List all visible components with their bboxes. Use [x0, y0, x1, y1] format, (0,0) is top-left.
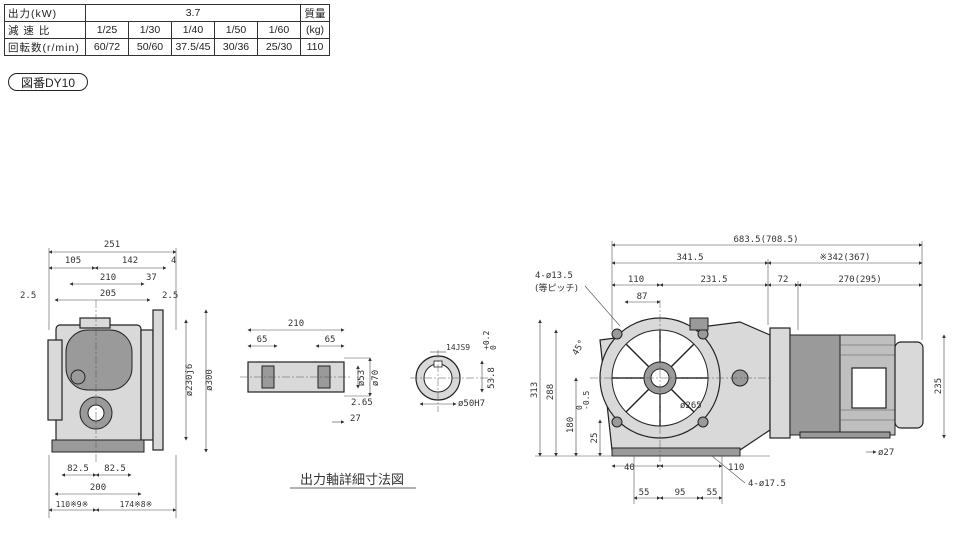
shaft-dim-210: 210: [288, 319, 304, 329]
side-dim-231-5: 231.5: [700, 275, 727, 285]
side-dim-110-b: 110: [728, 463, 744, 473]
dim-4: 4: [171, 256, 176, 266]
side-dim-55-a: 55: [639, 488, 650, 498]
speed-label: 回転数(r/min): [4, 38, 86, 56]
side-dim-110: 110: [628, 275, 644, 285]
dim-82-5-b: 82.5: [104, 464, 126, 474]
mass-unit: (kg): [300, 21, 330, 39]
bore-dia: ø50H7: [458, 399, 485, 409]
side-dim-342: ※342(367): [820, 253, 871, 263]
side-dim-235: 235: [934, 378, 944, 394]
spec-row-ratio: 減 速 比 1/25 1/30 1/40 1/50 1/60 (kg): [4, 21, 330, 39]
ratio-cell: 1/25: [85, 21, 129, 39]
dim-110-note: 110※9※: [56, 500, 89, 509]
shaft-dia-53: ø53: [357, 370, 367, 386]
dim-251: 251: [104, 240, 120, 250]
shaft-dim-65-b: 65: [325, 335, 336, 345]
side-dim-180: 180: [566, 417, 576, 433]
dim-82-5-a: 82.5: [67, 464, 89, 474]
bore-tol-bottom: 0: [489, 345, 498, 350]
side-dim-288: 288: [546, 384, 556, 400]
side-dim-72: 72: [778, 275, 789, 285]
shaft-dim-65-a: 65: [257, 335, 268, 345]
side-dim-265: ø265: [680, 401, 702, 411]
side-dim-total: 683.5(708.5): [733, 235, 798, 245]
bore-depth: 53.8: [487, 367, 497, 389]
side-angle: 45°: [571, 338, 588, 357]
dim-210: 210: [100, 273, 116, 283]
mass-value: 110: [300, 38, 330, 56]
side-dim-40: 40: [624, 463, 635, 473]
shaft-view: 210 65 65 ø53 ø70 2.65 27 出力軸詳細寸法図: [240, 319, 416, 489]
bolt-bottom-label: 4-ø17.5: [748, 479, 786, 489]
side-dim-313: 313: [530, 382, 540, 398]
side-view: 683.5(708.5) 341.5 ※342(367) 110 231.5 7…: [530, 235, 946, 504]
dim-pcd: ø230j6: [185, 364, 195, 397]
side-dim-25: 25: [590, 433, 600, 444]
spec-row-speed: 回転数(r/min) 60/72 50/60 37.5/45 30/36 25/…: [4, 38, 330, 56]
drawing-number-badge: 図番DY10: [8, 73, 88, 91]
side-dim-27: ø27: [878, 448, 894, 458]
bore-tol-top: +0.2: [482, 331, 491, 350]
shaft-dim-2-65: 2.65: [351, 398, 373, 408]
shaft-detail-title: 出力軸詳細寸法図: [300, 472, 404, 488]
bore-view: 14JS9 +0.2 0 53.8 ø50H7: [410, 331, 498, 412]
bore-keyway: 14JS9: [446, 343, 470, 352]
side-dim-341-5: 341.5: [676, 253, 703, 263]
shaft-dim-27: 27: [350, 414, 361, 424]
dim-200: 200: [90, 483, 106, 493]
speed-cell: 60/72: [85, 38, 129, 56]
bolt-top-label: 4-ø13.5: [535, 271, 573, 281]
dim-2-5-right: 2.5: [162, 291, 178, 301]
side-dim-270: 270(295): [838, 275, 881, 285]
dim-174-note: 174※8※: [120, 500, 153, 509]
speed-cell: 25/30: [257, 38, 301, 56]
dim-flange-dia: ø300: [205, 369, 215, 391]
dim-105: 105: [65, 256, 81, 266]
front-view: 251 105 142 4 210 37 205 2.5 2.5 ø230j6 …: [20, 240, 215, 518]
side-dim-95: 95: [675, 488, 686, 498]
dim-142: 142: [122, 256, 138, 266]
side-dim-55-b: 55: [707, 488, 718, 498]
bolt-top-note: (等ピッチ): [535, 282, 578, 294]
speed-cell: 30/36: [214, 38, 258, 56]
shaft-dia-70: ø70: [371, 370, 381, 386]
dim-37: 37: [146, 273, 157, 283]
side-dim-180-tol-top: 0: [575, 405, 584, 410]
side-dim-87: 87: [637, 292, 648, 302]
spec-table: 出力(kW) 3.7 質量 減 速 比 1/25 1/30 1/40 1/50 …: [4, 4, 330, 56]
dim-2-5-left: 2.5: [20, 291, 36, 301]
side-dim-180-tol-bottom: -0.5: [582, 391, 591, 410]
speed-cell: 50/60: [128, 38, 172, 56]
dim-205: 205: [100, 289, 116, 299]
